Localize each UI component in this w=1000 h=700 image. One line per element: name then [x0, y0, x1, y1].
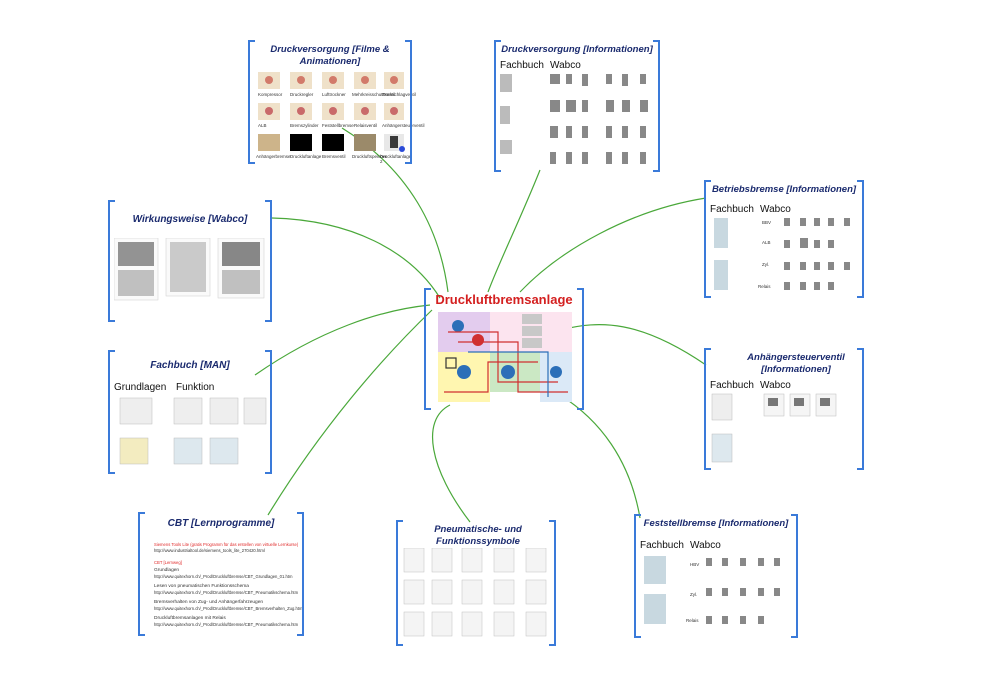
- cbt-link[interactable]: http://www.industrialtool.de/siemens_too…: [154, 548, 265, 553]
- cbt-link[interactable]: http://www.quitexhorn.ch/_Prod/Druckluft…: [154, 622, 299, 627]
- label-fachbuch: Fachbuch: [710, 204, 754, 215]
- film-row-1: [258, 72, 404, 89]
- document-thumbnails[interactable]: [498, 72, 656, 170]
- document-thumbnails[interactable]: [114, 396, 268, 470]
- frame-title: CBT [Lernprogramme]: [167, 518, 275, 529]
- link-druckversorgung-info: [487, 169, 541, 293]
- central-node[interactable]: Druckluftbremsanlage: [424, 288, 584, 410]
- cbt-link[interactable]: http://www.quitexhorn.ch/_Prod/Druckluft…: [154, 590, 299, 595]
- link-wirkungsweise: [271, 217, 441, 299]
- frame-title: Feststellbremse [Informationen]: [643, 518, 789, 529]
- frame-fachbuch-man[interactable]: Fachbuch [MAN] Grundlagen Funktion: [108, 350, 272, 474]
- document-thumbnails[interactable]: [402, 548, 552, 642]
- frame-title: Wirkungsweise [Wabco]: [132, 214, 248, 225]
- cbt-line: Druckluftbremsanlagen mit Relais: [154, 616, 226, 621]
- cbt-line: Lesen von pneumatischen Funktionsschema: [154, 584, 249, 589]
- link-anhaenger: [559, 324, 707, 366]
- link-fachbuch-man: [254, 304, 431, 376]
- link-pneumatische: [431, 404, 471, 523]
- frame-druckversorgung-info[interactable]: Druckversorgung [Informationen] Fachbuch…: [494, 40, 660, 172]
- label-wabco: Wabco: [550, 60, 581, 71]
- frame-wirkungsweise[interactable]: Wirkungsweise [Wabco]: [108, 200, 272, 322]
- frame-druckversorgung-filme[interactable]: Druckversorgung [Filme & Animationen] Ko…: [248, 40, 425, 164]
- label-fachbuch: Fachbuch: [640, 540, 684, 551]
- cbt-line: Siemens Tools Lite (gratis Programm für …: [154, 542, 299, 547]
- frame-cbt[interactable]: CBT [Lernprogramme] Siemens Tools Lite (…: [138, 512, 304, 636]
- cbt-link[interactable]: http://www.quitexhorn.ch/_Prod/Druckluft…: [154, 574, 293, 579]
- cbt-line: Grundlagen: [154, 568, 180, 573]
- frame-title: Druckversorgung [Informationen]: [501, 44, 653, 55]
- frame-pneumatische-symbole[interactable]: Pneumatische- und Funktionssymbole: [396, 520, 556, 646]
- label-funktion: Funktion: [176, 382, 215, 393]
- central-title: Druckluftbremsanlage: [435, 292, 573, 307]
- label-fachbuch: Fachbuch: [500, 60, 544, 71]
- frame-title: Fachbuch [MAN]: [150, 360, 230, 371]
- link-feststellbremse: [559, 394, 641, 519]
- film-row-2: [258, 103, 404, 120]
- frame-title: Druckversorgung [Filme & Animationen]: [270, 44, 390, 67]
- cbt-link[interactable]: http://www.quitexhorn.ch/_Prod/Druckluft…: [154, 606, 303, 611]
- label-wabco: Wabco: [760, 380, 791, 391]
- film-row-3: [258, 134, 405, 152]
- document-thumbnails[interactable]: [710, 392, 860, 466]
- film-thumbnails[interactable]: [254, 70, 406, 162]
- document-thumbnails[interactable]: [710, 216, 860, 294]
- label-wabco: Wabco: [760, 204, 791, 215]
- brake-system-schematic[interactable]: [438, 312, 572, 402]
- frame-title: Betriebsbremse [Informationen]: [711, 184, 857, 195]
- label-grundlagen: Grundlagen: [114, 382, 167, 393]
- label-wabco: Wabco: [690, 540, 721, 551]
- frame-anhaengersteuerventil[interactable]: Anhängersteuerventil [Informationen] Fac…: [704, 348, 864, 470]
- link-betriebsbremse: [519, 197, 707, 293]
- cbt-line: CBT [Lernweg]: [154, 560, 182, 565]
- link-cbt: [267, 309, 433, 516]
- frame-feststellbremse[interactable]: Feststellbremse [Informationen] Fachbuch…: [634, 514, 798, 638]
- document-thumbnails[interactable]: [640, 554, 794, 634]
- frame-betriebsbremse[interactable]: Betriebsbremse [Informationen] Fachbuch …: [704, 180, 864, 298]
- cbt-line: Bremsverhalten von Zug- und Anhängerfahr…: [154, 600, 264, 605]
- document-thumbnails[interactable]: [114, 238, 266, 316]
- frame-title: Anhängersteuerventil [Informationen]: [747, 352, 845, 375]
- frame-title: Pneumatische- und Funktionssymbole: [434, 524, 522, 547]
- label-fachbuch: Fachbuch: [710, 380, 754, 391]
